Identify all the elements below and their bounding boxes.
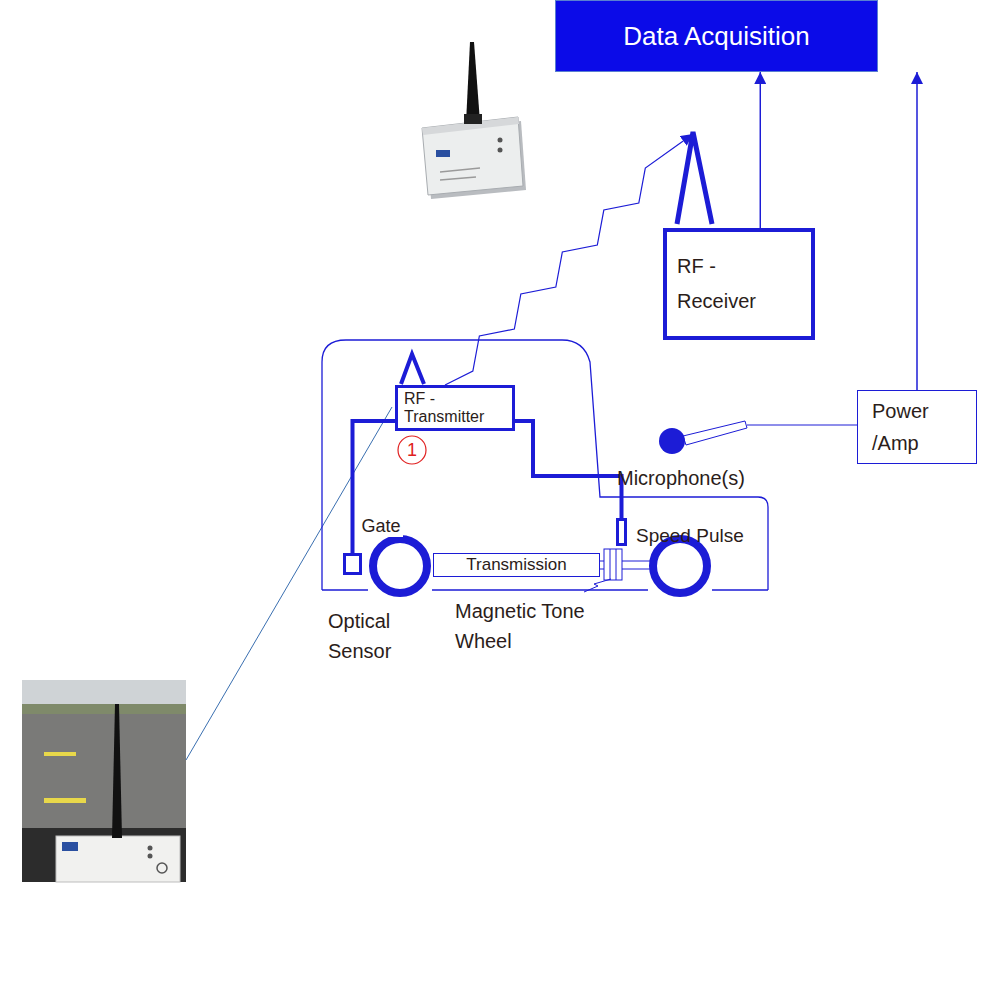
- part-label: Magnetic Tone Wheel: [455, 596, 615, 656]
- receiver-photo: [440, 168, 480, 172]
- callout-circle: [398, 436, 426, 464]
- tone-wheel-symbol: [610, 549, 611, 580]
- receiver-photo: [436, 150, 450, 157]
- transmitter-photo: [148, 846, 153, 851]
- transmitter-photo: [56, 836, 180, 882]
- receiver-photo: [422, 117, 523, 195]
- tone-wheel-symbol: [616, 549, 617, 580]
- node-text: Transmission: [466, 555, 566, 575]
- part-label: Microphone(s): [617, 466, 745, 490]
- transmitter-photo: [22, 828, 186, 882]
- callout-number: 1: [398, 438, 426, 462]
- signal-wire: [515, 421, 622, 518]
- node-text: Speed Pulse: [636, 525, 744, 547]
- wheel: [373, 539, 427, 593]
- receiver-photo: [464, 114, 482, 124]
- transmitter-photo: [157, 863, 167, 873]
- transmitter-photo: [22, 714, 186, 830]
- transmitter-photo: [22, 680, 186, 704]
- node-text: Data Acquisition: [623, 19, 809, 53]
- tone-wheel-symbol: [604, 549, 622, 580]
- signal-arrow: [445, 134, 693, 385]
- microphone-symbol: [659, 421, 857, 454]
- amplifier-box: Power /Amp: [857, 390, 977, 464]
- receiver-photo: [466, 42, 480, 123]
- antenna-symbol: [401, 354, 424, 384]
- transmitter-photo: [44, 752, 76, 756]
- sensor-box: Speed Pulse: [616, 518, 627, 546]
- microphone-symbol: [683, 421, 747, 445]
- leader-line: [584, 579, 611, 592]
- signal-arrow: [916, 72, 918, 390]
- wheel: [653, 539, 707, 593]
- transmitter-photo: [22, 704, 186, 714]
- receiver-photo: [498, 148, 503, 153]
- signal-arrow: [760, 72, 762, 228]
- transmitter-photo: [44, 798, 86, 803]
- sensor-box: Optical Sensor: [343, 553, 362, 575]
- transmitter-box: RF -Transmitter: [395, 385, 515, 431]
- receiver-photo: [422, 42, 526, 199]
- tone-wheel-symbol: [604, 549, 622, 580]
- transmitter-photo: [148, 854, 153, 859]
- system-box: Data Acquisition: [555, 0, 878, 72]
- transmitter-photo: [112, 704, 122, 838]
- transmission-box: Transmission: [433, 553, 600, 577]
- transmitter-photo: [62, 842, 78, 851]
- signal-label: Gate: [360, 515, 403, 537]
- receiver-photo: [440, 177, 476, 180]
- node-text: RF -Receiver: [677, 249, 777, 319]
- leader-line: [186, 407, 392, 760]
- receiver-box: RF -Receiver: [663, 228, 815, 340]
- transmitter-photo: [22, 680, 186, 882]
- node-text: Power /Amp: [872, 395, 962, 459]
- microphone-symbol: [659, 428, 685, 454]
- transmitter-photo: [22, 680, 186, 882]
- antenna-symbol: [677, 132, 712, 224]
- microphone-symbol: [747, 425, 857, 426]
- receiver-photo: [498, 138, 503, 143]
- node-text: RF -Transmitter: [404, 390, 500, 426]
- node-text: Optical Sensor: [328, 606, 418, 666]
